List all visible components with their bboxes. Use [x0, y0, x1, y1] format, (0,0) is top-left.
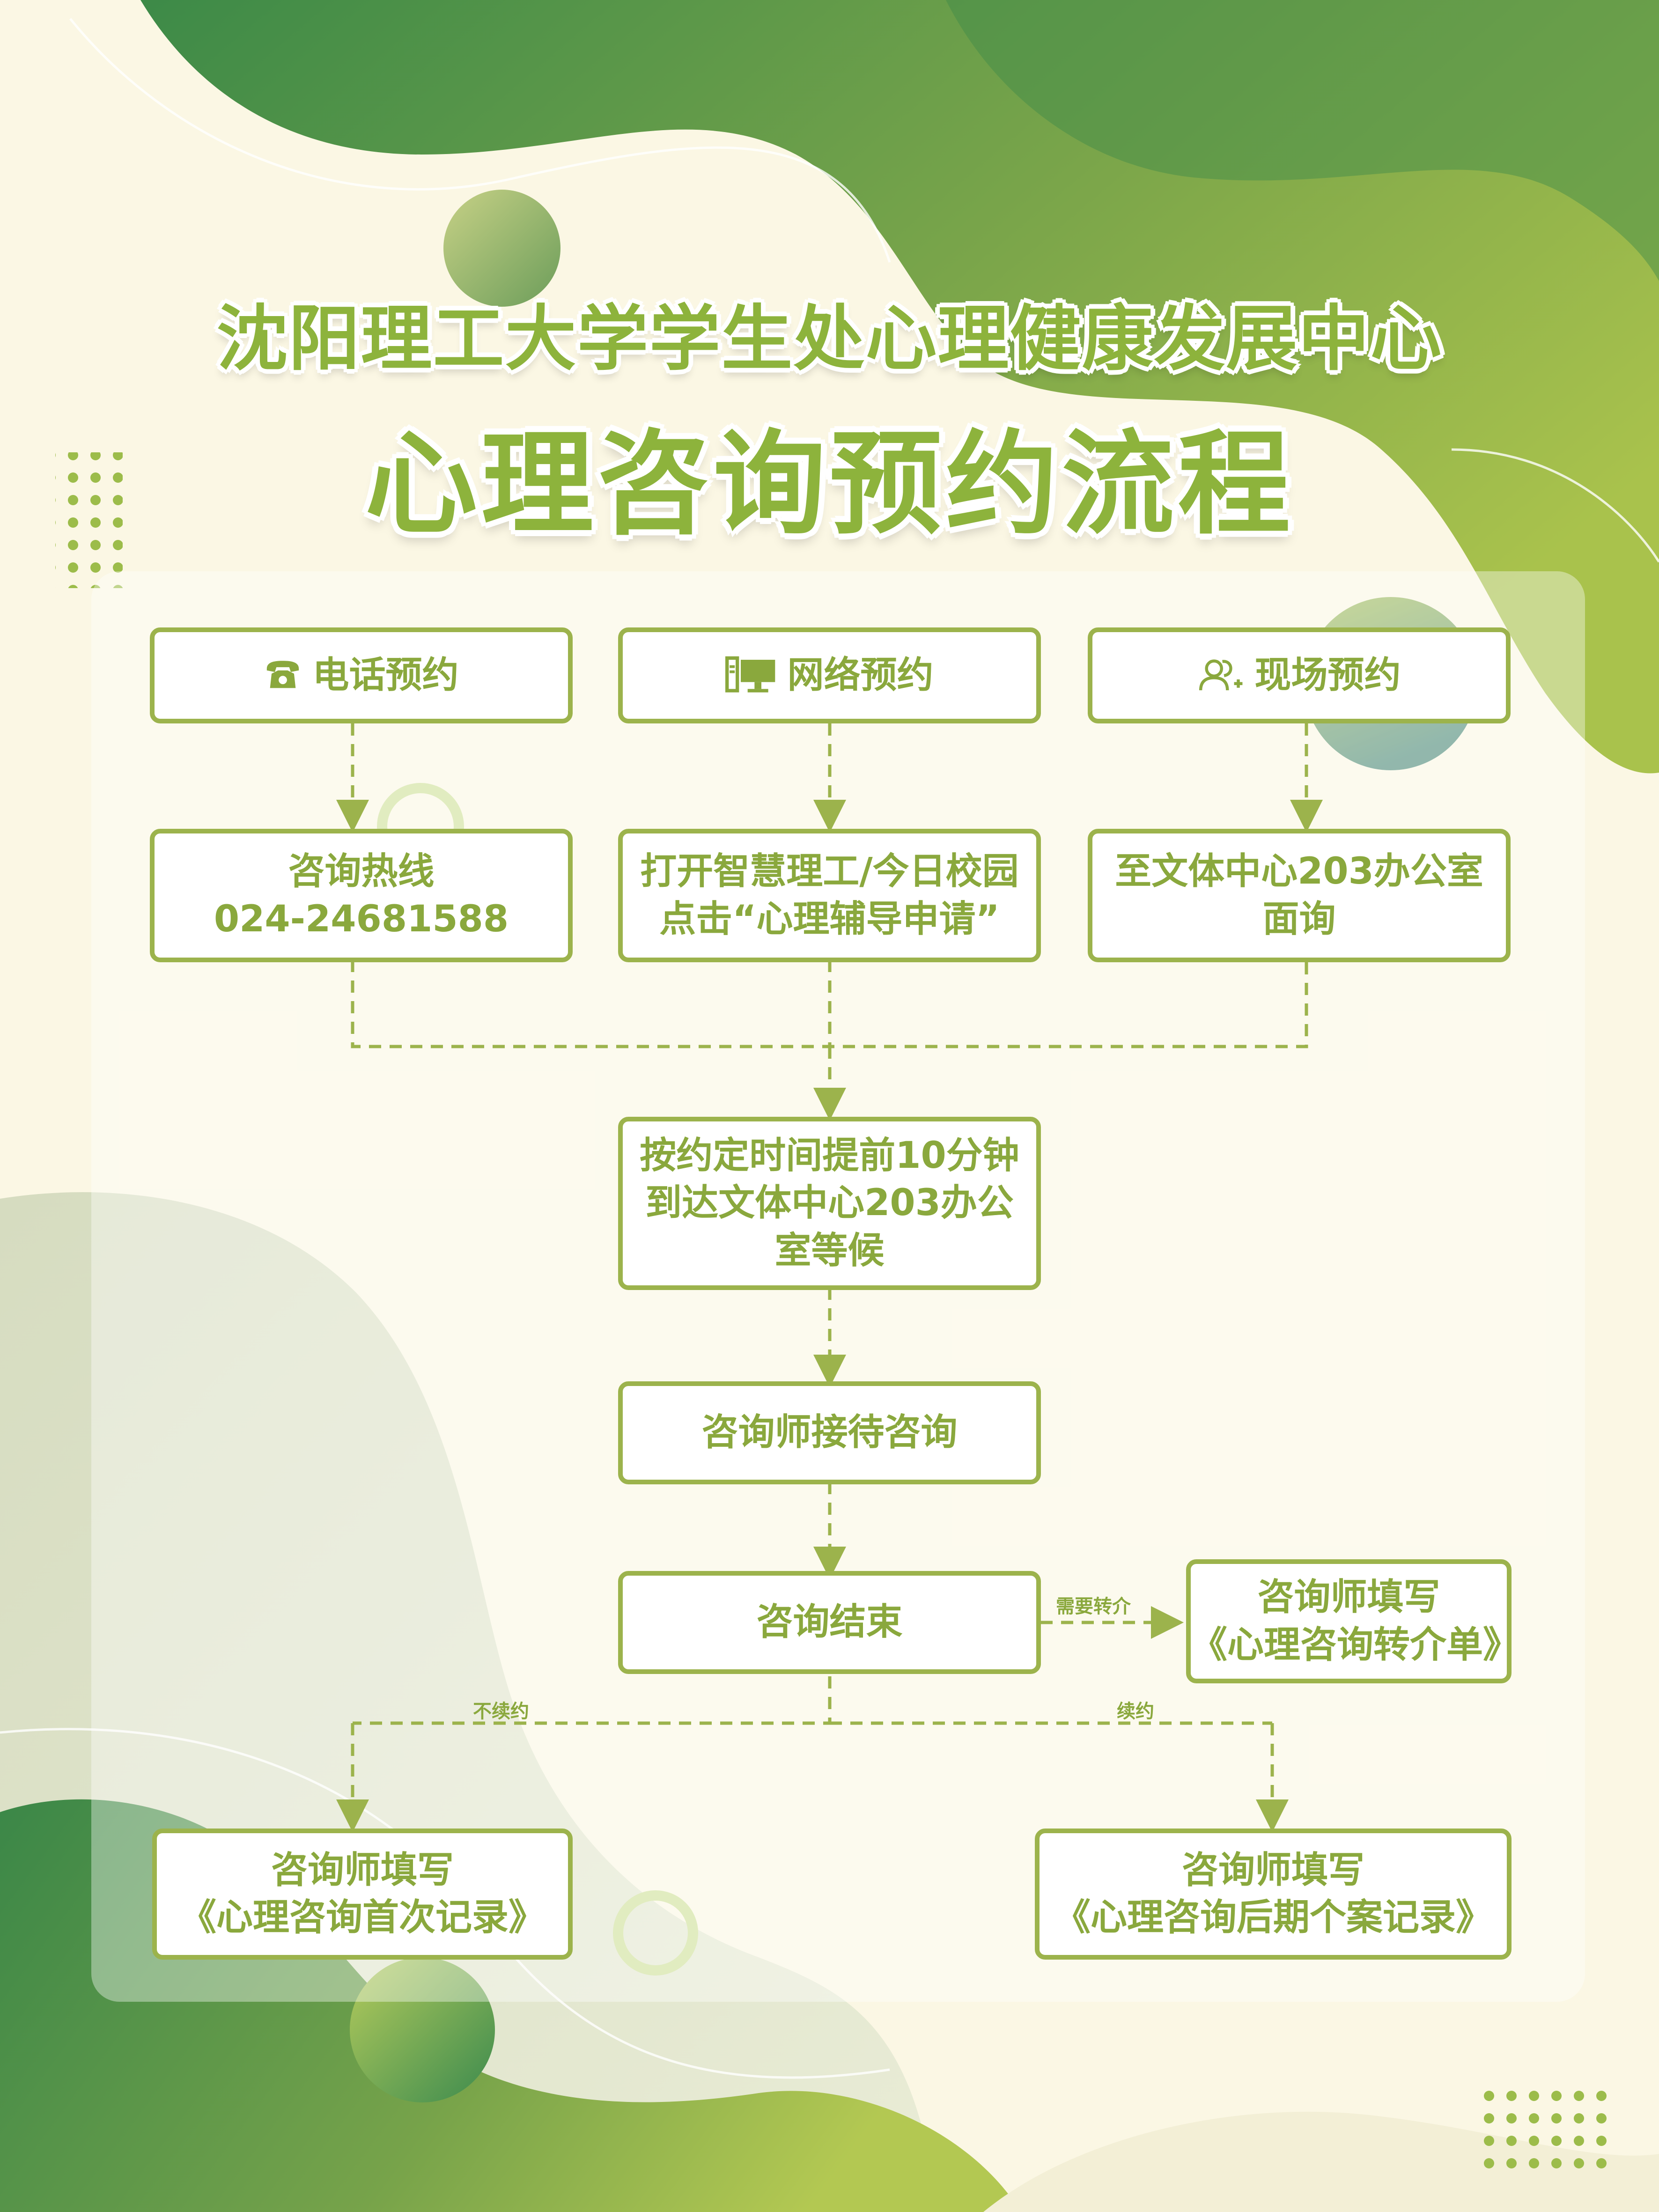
arrive-line3: 室等候	[774, 1229, 885, 1272]
page-subtitle: 沈阳理工大学学生处心理健康发展中心	[216, 297, 1443, 380]
hotline-title: 咨询热线	[288, 850, 435, 893]
app-apply-line2: 点击“心理辅导申请”	[659, 898, 1000, 940]
page-title: 心理咨询预约流程	[365, 419, 1294, 550]
arrive-line2: 到达文体中心203办公	[645, 1182, 1014, 1224]
continue-edge-label: 续约	[1117, 1701, 1154, 1722]
consultation-end-label: 咨询结束	[756, 1601, 903, 1644]
followup-record-box: 咨询师填写 《心理咨询后期个案记录》	[1035, 1829, 1512, 1960]
onsite-booking-label: 现场预约	[1254, 654, 1401, 696]
hotline-number: 024-24681588	[214, 898, 509, 940]
reception-box: 咨询师接待咨询	[618, 1381, 1041, 1484]
reception-label: 咨询师接待咨询	[701, 1411, 958, 1454]
followup-record-line2: 《心理咨询后期个案记录》	[1054, 1896, 1492, 1939]
onsite-booking-box: 现场预约	[1088, 627, 1511, 723]
referral-edge-label: 需要转介	[1056, 1596, 1131, 1617]
referral-form-box: 咨询师填写 《心理咨询转介单》	[1186, 1559, 1520, 1683]
app-apply-line1: 打开智慧理工/今日校园	[640, 850, 1019, 893]
people-add-icon	[1199, 659, 1243, 691]
followup-record-line1: 咨询师填写	[1181, 1849, 1364, 1891]
consultation-end-box: 咨询结束	[618, 1571, 1041, 1674]
merge-line	[351, 960, 1308, 1048]
split-line	[353, 1676, 1272, 1725]
office-visit-line1: 至文体中心203办公室	[1115, 850, 1483, 893]
office-visit-box: 至文体中心203办公室 面询	[1088, 829, 1511, 962]
no-continue-edge-label: 不续约	[473, 1701, 529, 1722]
phone-booking-label: 电话预约	[312, 654, 459, 696]
phone-booking-box: 电话预约	[150, 627, 573, 723]
hotline-box: 咨询热线 024-24681588	[150, 829, 573, 962]
referral-form-line1: 咨询师填写	[1257, 1576, 1440, 1619]
app-apply-box: 打开智慧理工/今日校园 点击“心理辅导申请”	[618, 829, 1041, 962]
arrive-line1: 按约定时间提前10分钟	[640, 1134, 1019, 1177]
phone-icon	[267, 661, 299, 688]
referral-form-line2: 《心理咨询转介单》	[1191, 1623, 1520, 1666]
computer-icon	[725, 656, 775, 693]
online-booking-label: 网络预约	[787, 654, 934, 696]
arrive-early-box: 按约定时间提前10分钟 到达文体中心203办公 室等候	[618, 1117, 1041, 1290]
online-booking-box: 网络预约	[618, 627, 1041, 723]
first-record-line1: 咨询师填写	[271, 1849, 454, 1891]
office-visit-line2: 面询	[1262, 898, 1336, 940]
first-record-line2: 《心理咨询首次记录》	[179, 1896, 545, 1939]
first-record-box: 咨询师填写 《心理咨询首次记录》	[152, 1829, 573, 1960]
